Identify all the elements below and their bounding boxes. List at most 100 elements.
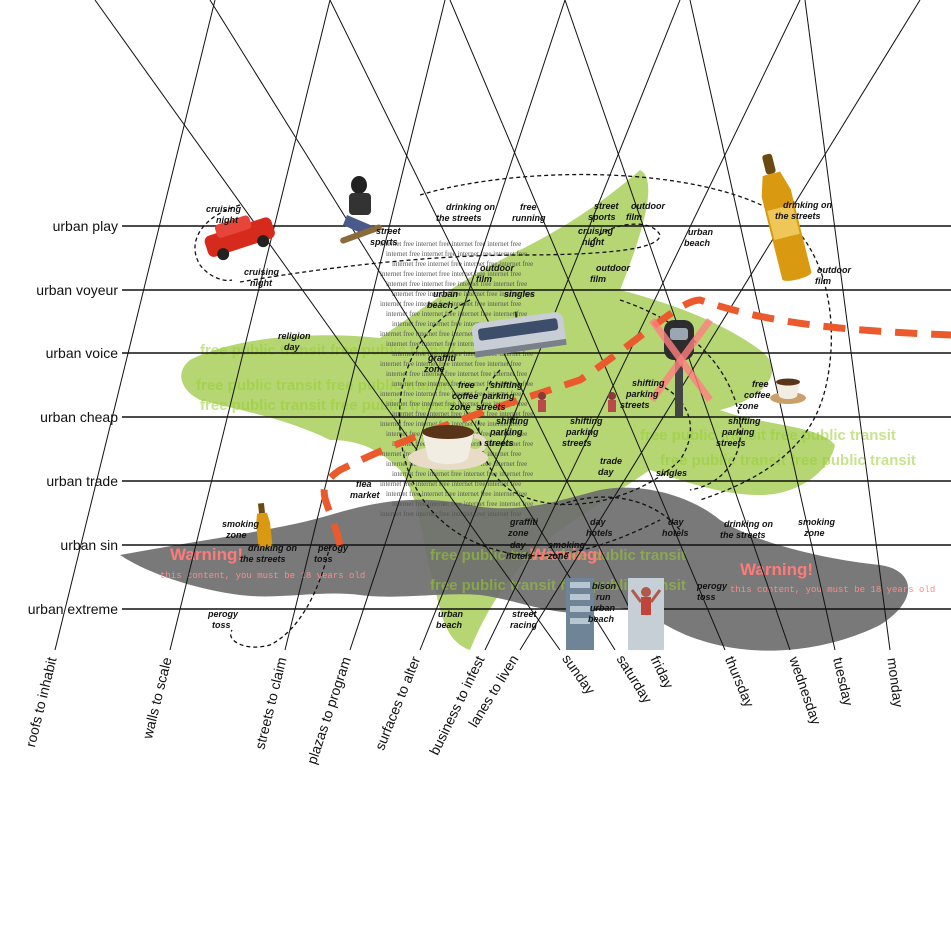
annotation-label: day xyxy=(668,517,685,527)
internet-texture: internet free internet free internet fre… xyxy=(386,310,527,318)
climber-icon xyxy=(628,578,664,650)
row-label: urban play xyxy=(53,218,118,234)
axis-label: monday xyxy=(884,657,906,708)
streetcar-icon xyxy=(471,311,567,358)
annotation-label: graffiti xyxy=(427,353,456,363)
row-label: urban cheap xyxy=(40,409,118,425)
annotation-label: street xyxy=(594,201,620,211)
axis-label: walls to scale xyxy=(139,655,175,741)
annotation-label: running xyxy=(512,213,546,223)
coffee-cup-icon xyxy=(408,425,488,470)
coffee-cup-small-icon xyxy=(770,378,806,404)
axis-label: friday xyxy=(648,653,677,691)
axis-line xyxy=(519,0,921,651)
path-right-loop xyxy=(619,299,742,491)
annotation-label: zone xyxy=(737,401,759,411)
annotation-label: streets xyxy=(716,438,746,448)
annotation-label: toss xyxy=(314,554,333,564)
annotation-label: day xyxy=(510,540,527,550)
path-lower xyxy=(559,496,681,531)
annotation-label: drinking on xyxy=(248,543,297,553)
transit-texture: free public transit free public transit xyxy=(640,427,896,444)
annotation-label: streets xyxy=(562,438,592,448)
row-label: urban trade xyxy=(46,473,118,489)
annotation-label: urban xyxy=(433,289,459,299)
annotation-label: urban xyxy=(688,227,714,237)
annotation-label: smoking xyxy=(548,540,586,550)
annotation-label: night xyxy=(216,215,239,225)
annotation-label: hotels xyxy=(506,551,533,561)
path-loop-cruising xyxy=(239,223,661,283)
annotation-label: market xyxy=(350,490,381,500)
annotation-label: film xyxy=(626,212,642,222)
internet-texture: internet free internet free internet fre… xyxy=(380,270,521,278)
path-perogy xyxy=(229,544,331,648)
annotation-label: street xyxy=(512,609,538,619)
annotation-label: the streets xyxy=(775,211,821,221)
internet-texture: internet free internet free internet fre… xyxy=(392,500,533,508)
internet-texture: internet free internet free internet fre… xyxy=(386,490,527,498)
annotation-label: parking xyxy=(565,427,599,437)
annotation-label: zone xyxy=(803,528,825,538)
annotation-label: zone xyxy=(547,551,569,561)
annotation-label: outdoor xyxy=(817,265,851,275)
person-icon xyxy=(608,392,616,412)
annotation-label: drinking on xyxy=(446,202,495,212)
annotation-label: toss xyxy=(697,592,716,602)
internet-texture: internet free internet free internet fre… xyxy=(380,330,521,338)
path-car-loop xyxy=(194,204,241,282)
internet-texture: internet free internet free internet fre… xyxy=(392,260,533,268)
annotation-label: hotels xyxy=(586,528,613,538)
axis-label: roofs to inhabit xyxy=(22,655,60,748)
axis-line xyxy=(209,0,616,651)
annotation-label: day xyxy=(590,517,607,527)
annotation-label: shifting xyxy=(570,416,603,426)
row-label: urban sin xyxy=(60,537,118,553)
annotation-label: perogy xyxy=(207,609,239,619)
annotation-label: street xyxy=(376,226,402,236)
annotation-label: free xyxy=(752,379,769,389)
warning-small-texture: this content, you must be 18 years old xyxy=(160,571,365,581)
internet-texture: internet free internet free internet fre… xyxy=(380,360,521,368)
internet-texture: internet free internet free internet fre… xyxy=(392,320,533,328)
annotation-label: toss xyxy=(212,620,231,630)
annotation-label: run xyxy=(596,592,611,602)
annotation-label: sports xyxy=(370,237,398,247)
axis-label: plazas to program xyxy=(303,655,353,766)
internet-texture: internet free internet free internet fre… xyxy=(392,290,533,298)
axis-line xyxy=(689,0,836,651)
annotation-label: graffiti xyxy=(509,517,538,527)
transit-texture: free public transit free public transit xyxy=(200,397,456,414)
annotation-label: zone xyxy=(225,530,247,540)
annotation-label: day xyxy=(598,467,615,477)
internet-texture: internet free internet free internet fre… xyxy=(392,380,533,388)
annotation-label: shifting xyxy=(496,416,529,426)
annotation-label: night xyxy=(582,237,605,247)
annotation-label: the streets xyxy=(436,213,482,223)
urban-sin-zone xyxy=(120,487,909,651)
annotation-label: flea xyxy=(356,479,372,489)
axis-line xyxy=(804,0,891,651)
annotation-label: urban xyxy=(438,609,464,619)
annotation-label: smoking xyxy=(222,519,260,529)
annotation-label: outdoor xyxy=(480,263,514,273)
annotation-label: parking xyxy=(489,427,523,437)
annotation-label: free xyxy=(520,202,537,212)
transit-texture: free public transit free public transit xyxy=(430,577,686,594)
internet-texture: internet free internet free internet fre… xyxy=(386,280,527,288)
axis-label: surfaces to alter xyxy=(371,654,423,753)
parking-meter-icon xyxy=(649,317,713,416)
annotation-label: day xyxy=(284,342,301,352)
annotation-label: perogy xyxy=(317,543,349,553)
warning-watermark: Warning!Warning!Warning!this content, yo… xyxy=(160,545,935,595)
internet-texture: internet free internet free internet fre… xyxy=(392,470,533,478)
annotation-label: sports xyxy=(588,212,616,222)
row-label: urban voyeur xyxy=(36,282,118,298)
annotation-label: streets xyxy=(476,402,506,412)
activity-paths xyxy=(194,173,833,648)
person-icon xyxy=(538,392,546,412)
axis-line xyxy=(94,0,561,651)
annotation-label: streets xyxy=(620,400,650,410)
annotation-label: hotels xyxy=(662,528,689,538)
